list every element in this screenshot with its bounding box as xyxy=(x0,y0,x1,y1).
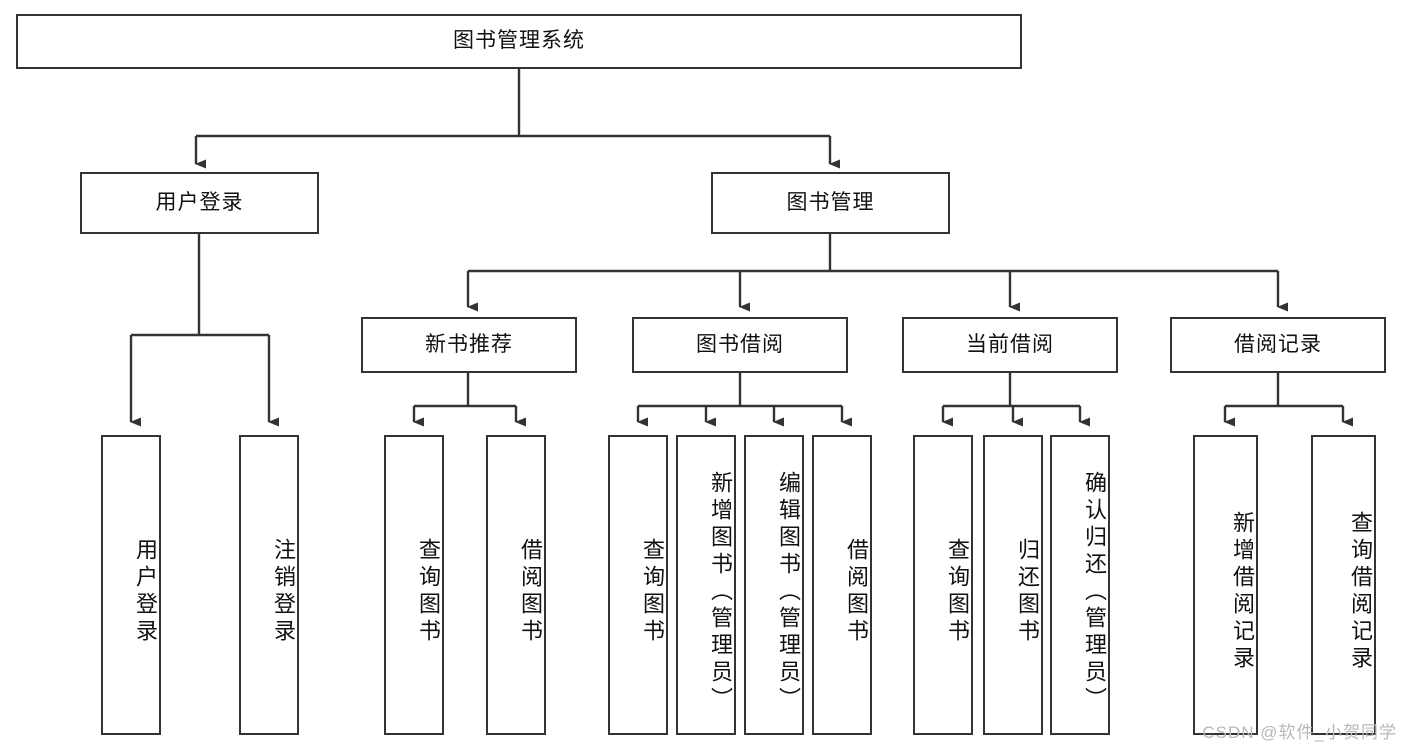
leaf-user-login[interactable]: 用户登录 xyxy=(101,435,161,735)
node-root-label: 图书管理系统 xyxy=(453,29,585,53)
leaf-borrow-book-1-label: 借阅图书 xyxy=(518,538,543,646)
leaf-query-book-1[interactable]: 查询图书 xyxy=(384,435,444,735)
node-user-login[interactable]: 用户登录 xyxy=(80,172,319,234)
leaf-confirm-return-label: 确认归还（管理员） xyxy=(1082,470,1107,714)
node-borrow-record[interactable]: 借阅记录 xyxy=(1170,317,1386,373)
node-book-manage-label: 图书管理 xyxy=(786,190,875,214)
node-book-borrow[interactable]: 图书借阅 xyxy=(632,317,848,373)
node-current-borrow[interactable]: 当前借阅 xyxy=(902,317,1118,373)
node-new-book-recommend[interactable]: 新书推荐 xyxy=(361,317,577,373)
node-current-borrow-label: 当前借阅 xyxy=(966,332,1054,356)
leaf-return-book[interactable]: 归还图书 xyxy=(983,435,1043,735)
node-root-book-management-system[interactable]: 图书管理系统 xyxy=(16,14,1022,69)
node-book-manage[interactable]: 图书管理 xyxy=(711,172,950,234)
leaf-query-book-3[interactable]: 查询图书 xyxy=(913,435,973,735)
leaf-logout-login-label: 注销登录 xyxy=(271,538,296,646)
leaf-add-book[interactable]: 新增图书（管理员） xyxy=(676,435,736,735)
csdn-watermark: CSDN @软件_小贺同学 xyxy=(1202,723,1397,742)
leaf-edit-book-label: 编辑图书（管理员） xyxy=(776,470,801,714)
node-new-book-recommend-label: 新书推荐 xyxy=(425,332,513,356)
leaf-query-book-3-label: 查询图书 xyxy=(945,538,970,646)
leaf-query-book-1-label: 查询图书 xyxy=(416,538,441,646)
leaf-return-book-label: 归还图书 xyxy=(1015,538,1040,646)
leaf-borrow-book-2[interactable]: 借阅图书 xyxy=(812,435,872,735)
leaf-query-book-2-label: 查询图书 xyxy=(640,538,665,646)
leaf-query-borrow-record[interactable]: 查询借阅记录 xyxy=(1311,435,1376,735)
node-borrow-record-label: 借阅记录 xyxy=(1234,332,1322,356)
node-book-borrow-label: 图书借阅 xyxy=(696,332,784,356)
leaf-add-borrow-record-label: 新增借阅记录 xyxy=(1230,511,1255,673)
leaf-logout-login[interactable]: 注销登录 xyxy=(239,435,299,735)
leaf-borrow-book-1[interactable]: 借阅图书 xyxy=(486,435,546,735)
leaf-query-borrow-record-label: 查询借阅记录 xyxy=(1348,511,1373,673)
leaf-confirm-return[interactable]: 确认归还（管理员） xyxy=(1050,435,1110,735)
node-user-login-label: 用户登录 xyxy=(155,190,244,214)
leaf-add-book-label: 新增图书（管理员） xyxy=(708,470,733,714)
leaf-query-book-2[interactable]: 查询图书 xyxy=(608,435,668,735)
leaf-edit-book[interactable]: 编辑图书（管理员） xyxy=(744,435,804,735)
leaf-add-borrow-record[interactable]: 新增借阅记录 xyxy=(1193,435,1258,735)
leaf-user-login-label: 用户登录 xyxy=(133,538,158,646)
leaf-borrow-book-2-label: 借阅图书 xyxy=(844,538,869,646)
